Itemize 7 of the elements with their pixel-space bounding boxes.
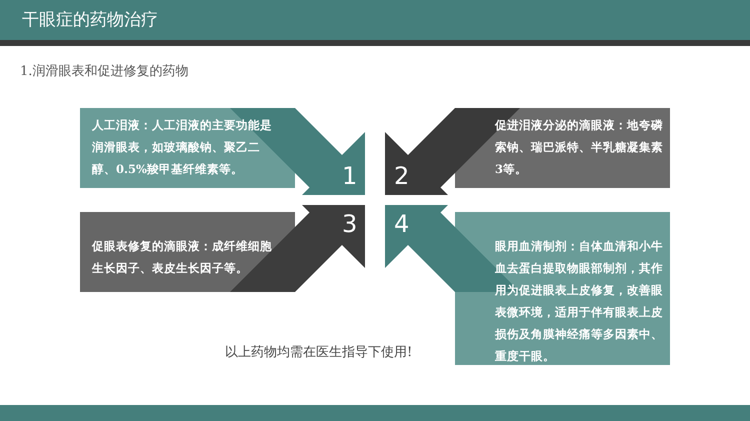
note: 以上药物均需在医生指导下使用! <box>225 344 412 361</box>
section-heading: 1.润滑眼表和促进修复的药物 <box>20 63 188 80</box>
step-number: 4 <box>394 210 410 238</box>
step-number: 1 <box>342 162 358 190</box>
title: 干眼症的药物治疗 <box>22 9 158 31</box>
step-number: 3 <box>342 210 358 238</box>
step-number: 2 <box>394 162 410 190</box>
